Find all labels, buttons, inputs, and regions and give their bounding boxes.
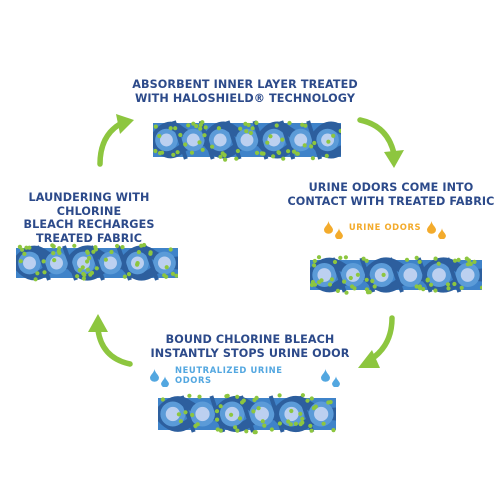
urine-droplets-right (427, 220, 447, 239)
arrow-top-left-icon (97, 114, 134, 167)
fabric-swatch-right (310, 255, 482, 295)
step-title-bottom-line1: BOUND CHLORINE BLEACH (165, 333, 335, 346)
droplet-icon (427, 220, 437, 234)
step-title-left: LAUNDERING WITH CHLORINE BLEACH RECHARGE… (0, 191, 178, 245)
neutralized-odors-tag: NEUTRALIZED URINE ODORS (150, 365, 340, 387)
step-title-right: URINE ODORS COME INTO CONTACT WITH TREAT… (282, 181, 500, 208)
droplet-icon (321, 368, 330, 382)
droplet-icon (323, 220, 333, 234)
fabric-swatch-bottom (158, 393, 336, 435)
step-title-left-line2: BLEACH RECHARGES (23, 218, 155, 231)
step-title-left-line3: TREATED FABRIC (35, 231, 143, 245)
fabric-swatch-left (16, 242, 178, 282)
droplet-icon (334, 228, 343, 239)
arrow-bottom-left-icon (88, 314, 133, 367)
neutral-droplets-left (150, 368, 169, 387)
droplet-icon (150, 368, 159, 382)
step-title-bottom: BOUND CHLORINE BLEACH INSTANTLY STOPS UR… (100, 333, 400, 360)
droplet-icon (161, 376, 169, 387)
step-title-bottom-line2: INSTANTLY STOPS URINE ODOR (150, 346, 350, 360)
step-title-top: ABSORBENT INNER LAYER TREATED WITH HALOS… (95, 78, 395, 105)
step-title-top-line1: ABSORBENT INNER LAYER TREATED (132, 78, 358, 91)
arrow-bottom-right-icon (358, 315, 395, 368)
droplet-icon (438, 228, 447, 239)
neutralized-odors-label: NEUTRALIZED URINE ODORS (175, 365, 283, 385)
neutral-droplets-right (321, 368, 340, 387)
urine-droplets-left (323, 220, 343, 239)
step-title-right-line1: URINE ODORS COME INTO (308, 181, 474, 194)
step-title-right-line2: CONTACT WITH TREATED FABRIC (287, 194, 495, 208)
step-title-top-line2: WITH HALOSHIELD® TECHNOLOGY (134, 91, 356, 105)
droplet-icon (332, 376, 340, 387)
urine-odors-tag: URINE ODORS (310, 220, 460, 239)
urine-odors-label: URINE ODORS (348, 222, 422, 232)
fabric-swatch-top (153, 120, 341, 162)
step-title-left-line1: LAUNDERING WITH CHLORINE (28, 191, 150, 218)
arrow-top-right-icon (357, 117, 404, 168)
